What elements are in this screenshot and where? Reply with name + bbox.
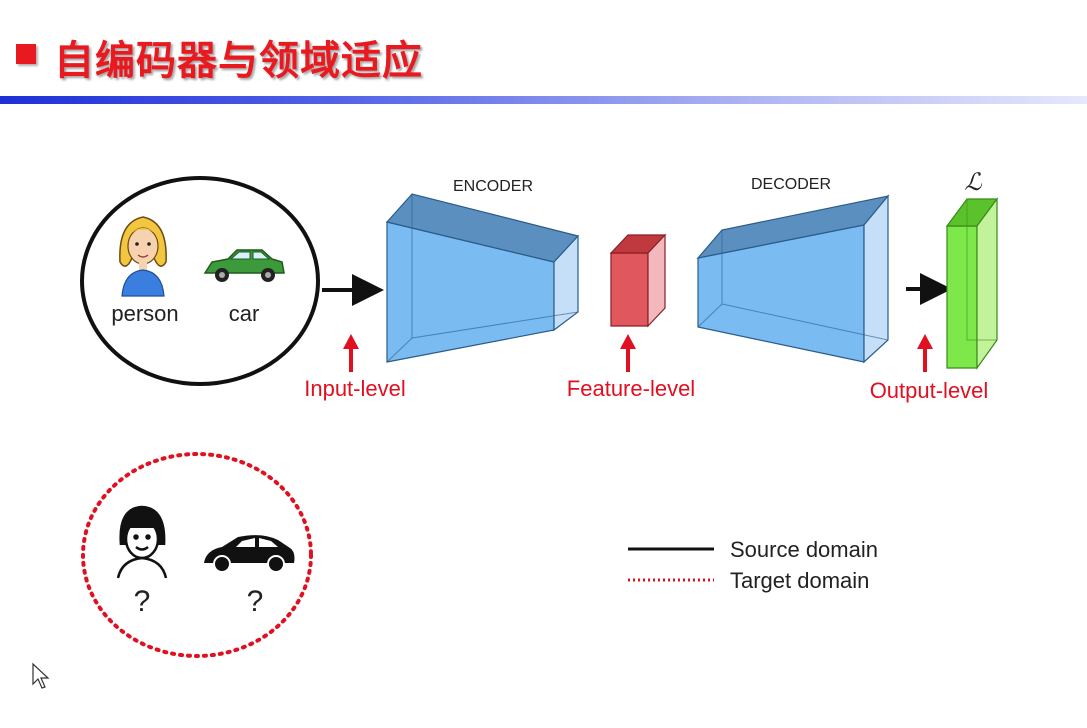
source-domain-group: person car bbox=[80, 176, 320, 386]
person-icon bbox=[119, 216, 167, 297]
target-car-unknown-label: ? bbox=[247, 585, 264, 618]
input-level-label: Input-level bbox=[304, 376, 406, 401]
title-divider bbox=[0, 96, 1087, 104]
output-front-face bbox=[946, 225, 978, 369]
legend-target-label: Target domain bbox=[730, 568, 869, 593]
output-side-face bbox=[976, 197, 998, 370]
legend-source-label: Source domain bbox=[730, 537, 878, 562]
feature-side-face bbox=[647, 233, 666, 328]
output-level-arrow bbox=[917, 334, 933, 372]
decoder-label: DECODER bbox=[751, 176, 831, 193]
car-icon bbox=[203, 249, 285, 282]
output-block: ℒ bbox=[945, 168, 999, 370]
feature-block bbox=[609, 233, 667, 328]
source-domain-circle bbox=[80, 176, 320, 386]
target-person-icon bbox=[116, 505, 168, 579]
feature-front-face bbox=[610, 252, 649, 327]
title-bullet-icon bbox=[16, 44, 36, 64]
feature-level-label: Feature-level bbox=[567, 376, 695, 401]
car-label: car bbox=[229, 301, 260, 326]
input-level-arrow bbox=[343, 334, 359, 372]
feature-level-arrow bbox=[620, 334, 636, 372]
output-level-label: Output-level bbox=[870, 378, 989, 403]
target-person-unknown-label: ? bbox=[134, 585, 151, 618]
encoder-block: ENCODER bbox=[385, 178, 580, 363]
page-title: 自编码器与领域适应 bbox=[54, 38, 423, 84]
encoder-label: ENCODER bbox=[453, 178, 533, 195]
title-bar: 自编码器与领域适应 bbox=[0, 0, 1087, 110]
target-domain-circle bbox=[81, 452, 313, 658]
legend: Source domain Target domain bbox=[628, 537, 878, 593]
target-car-icon bbox=[204, 535, 295, 573]
mouse-cursor-icon bbox=[32, 662, 50, 689]
target-domain-group: ? ? bbox=[81, 452, 313, 658]
decoder-block: DECODER bbox=[696, 176, 890, 364]
loss-label: ℒ bbox=[964, 168, 982, 196]
person-label: person bbox=[111, 301, 178, 326]
